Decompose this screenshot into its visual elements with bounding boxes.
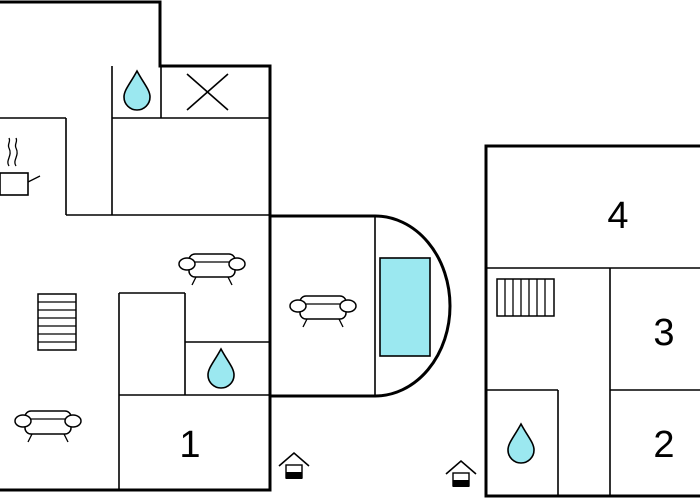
staircase-icon — [37, 293, 77, 351]
annex-outer-wall — [270, 214, 452, 398]
right-building: 4 3 2 — [484, 144, 700, 498]
left-building-outer-wall — [0, 0, 272, 492]
cross-x-icon — [186, 73, 229, 111]
room-label-2: 2 — [653, 424, 674, 466]
staircase-icon — [496, 278, 555, 317]
sofa-icon — [289, 295, 357, 328]
pool-icon — [379, 257, 431, 357]
right-building-outer-wall — [484, 144, 700, 498]
sofa-icon — [178, 253, 246, 286]
entrance-icon — [278, 451, 310, 479]
sofa-icon — [14, 410, 82, 443]
water-drop-icon — [507, 422, 535, 464]
room-label-1: 1 — [179, 424, 200, 466]
left-building: 1 — [0, 0, 452, 492]
room-label-4: 4 — [607, 195, 628, 237]
cooking-pot-icon — [0, 137, 41, 196]
room-label-3: 3 — [653, 312, 674, 354]
entrance-icon — [445, 459, 477, 487]
water-drop-icon — [123, 69, 151, 111]
water-drop-icon — [207, 347, 235, 389]
